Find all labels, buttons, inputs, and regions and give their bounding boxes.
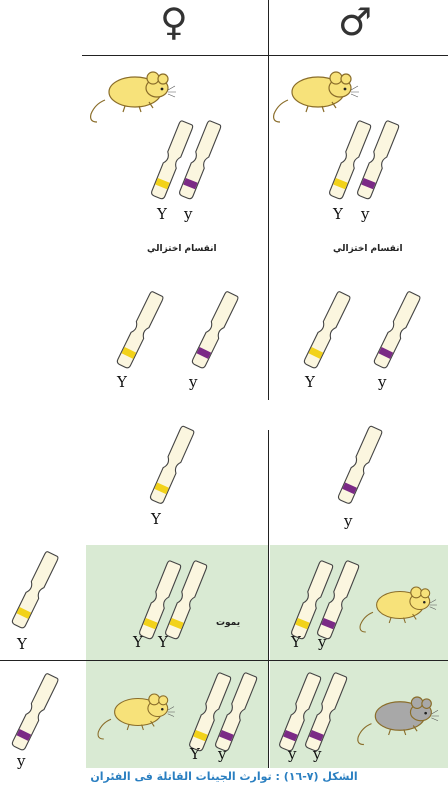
label-offspring-Yy-2: y (318, 633, 327, 651)
offspring-yy-gray-mouse (357, 696, 440, 746)
female-parent-mouse (89, 71, 177, 123)
label-offspring-yy-2: y (313, 745, 322, 763)
row-gamete-y-chromosome (10, 672, 60, 752)
label-header-gamete-Y: Y (151, 510, 161, 528)
label-offspring-YY-2: Y (158, 633, 168, 651)
label-male-gamete-Y: Y (305, 373, 315, 391)
label-female-parent-Y: Y (157, 205, 167, 223)
male-gamete-y-chromosome (372, 290, 422, 370)
row-divider (0, 660, 448, 661)
header-gamete-Y-chromosome (148, 425, 196, 505)
label-female-gamete-y: y (189, 373, 198, 391)
male-gamete-Y-chromosome (302, 290, 352, 370)
label-offspring-Yy-1: Y (291, 633, 301, 651)
label-offspring-Yy2-2: y (218, 745, 227, 763)
female-gamete-Y-chromosome (115, 290, 165, 370)
label-header-gamete-y: y (344, 512, 353, 530)
meiosis-label-female: انقسام اختزالي (147, 244, 217, 254)
label-male-parent-y: y (361, 205, 370, 223)
label-male-gamete-y: y (378, 373, 387, 391)
offspring-Yy-yellow-mouse (359, 586, 438, 633)
vertical-divider-bottom (268, 430, 269, 768)
top-divider (82, 55, 448, 56)
female-gamete-y-chromosome (190, 290, 240, 370)
label-offspring-YY-1: Y (133, 633, 143, 651)
label-offspring-yy-1: y (288, 745, 297, 763)
dies-label: يموت (216, 618, 241, 628)
vertical-divider-top (268, 0, 269, 400)
label-row-gamete-Y: Y (17, 635, 27, 653)
label-offspring-Yy2-1: Y (190, 745, 200, 763)
label-female-parent-y: y (184, 205, 193, 223)
row-gamete-Y-chromosome (10, 550, 60, 630)
label-row-gamete-y: y (17, 752, 26, 770)
male-parent-mouse (273, 71, 360, 123)
female-symbol-icon: ♀ (160, 0, 188, 44)
label-female-gamete-Y: Y (117, 373, 127, 391)
male-symbol-icon: ♂ (338, 0, 373, 44)
label-male-parent-Y: Y (333, 205, 343, 223)
offspring-Yy-yellow-mouse-2 (97, 693, 176, 740)
meiosis-label-male: انقسام اختزالي (333, 244, 403, 254)
header-gamete-y-chromosome (336, 425, 384, 505)
figure-caption: الشكل (٧-١٦) : توارث الجينات القاتلة فى … (90, 770, 358, 783)
